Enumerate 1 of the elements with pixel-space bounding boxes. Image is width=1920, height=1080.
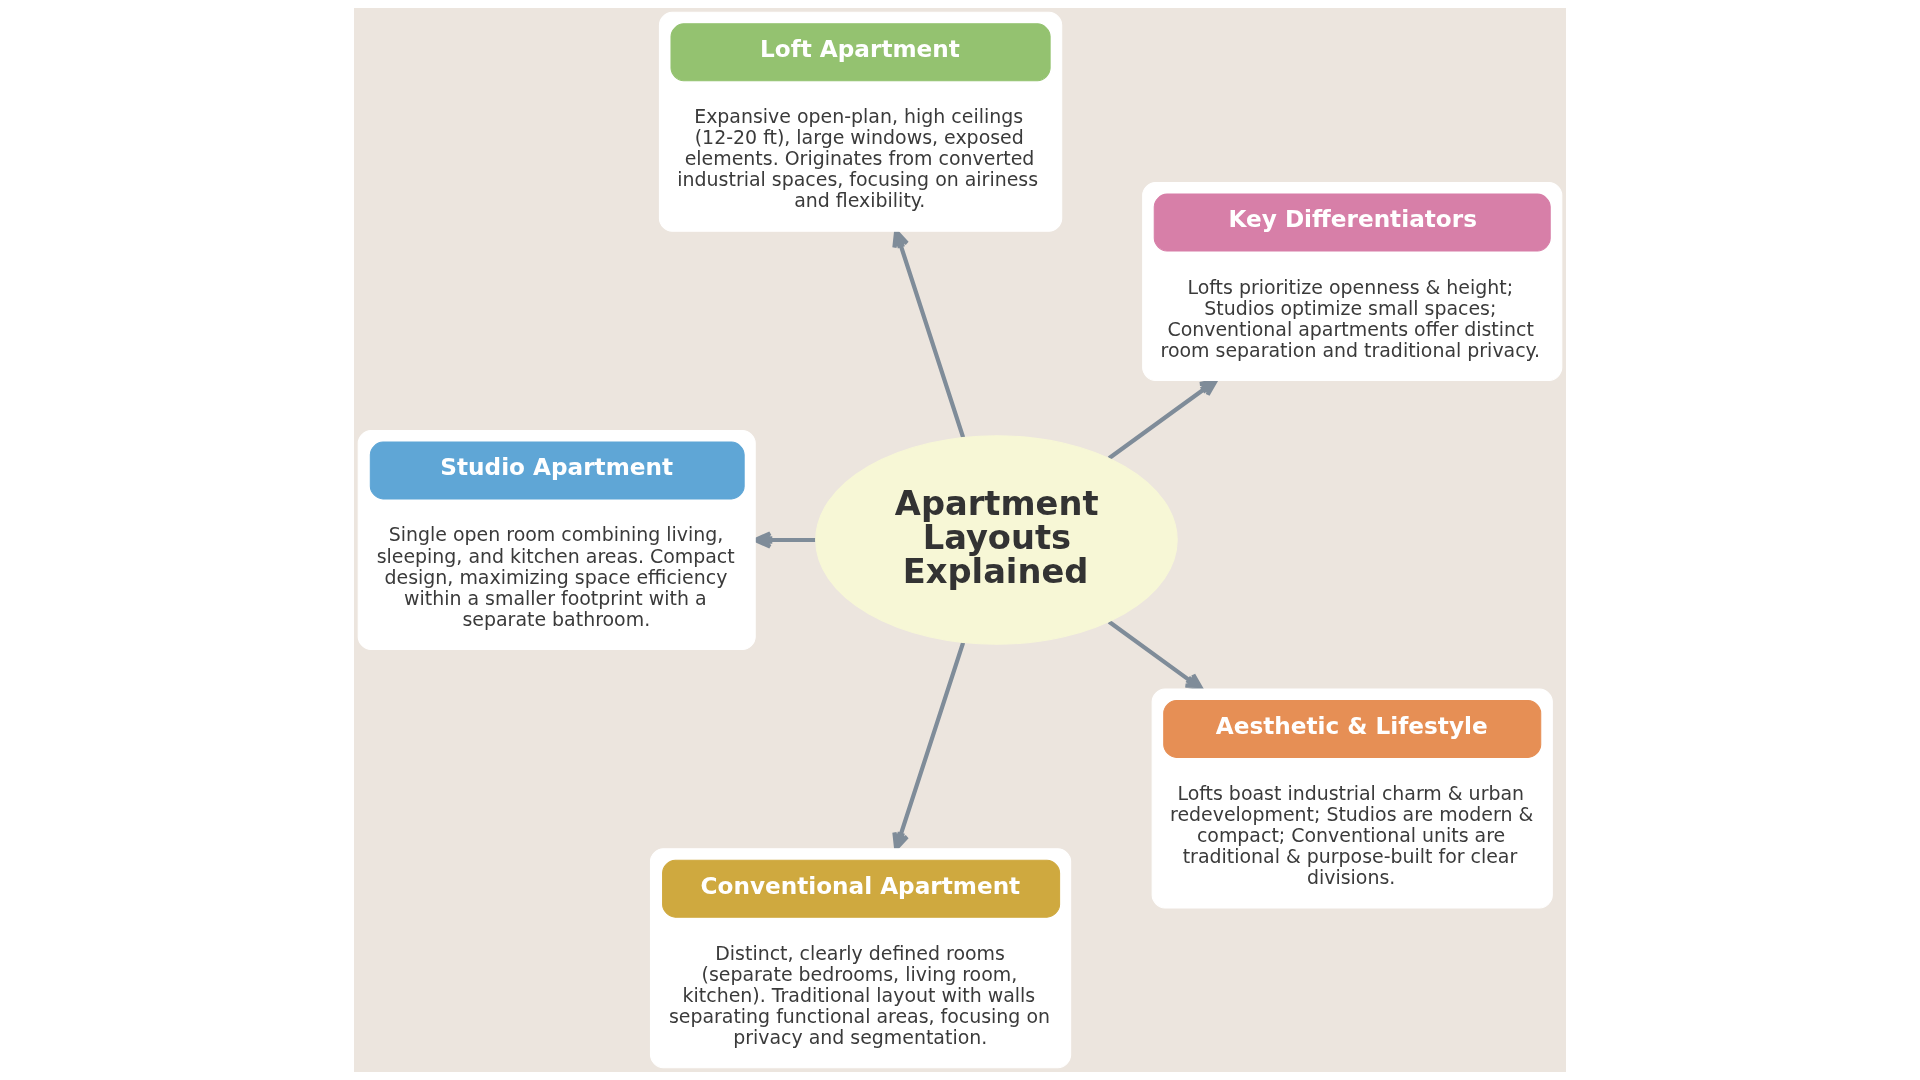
node-ellipse: Apartment Layouts Explained [815, 435, 1178, 645]
